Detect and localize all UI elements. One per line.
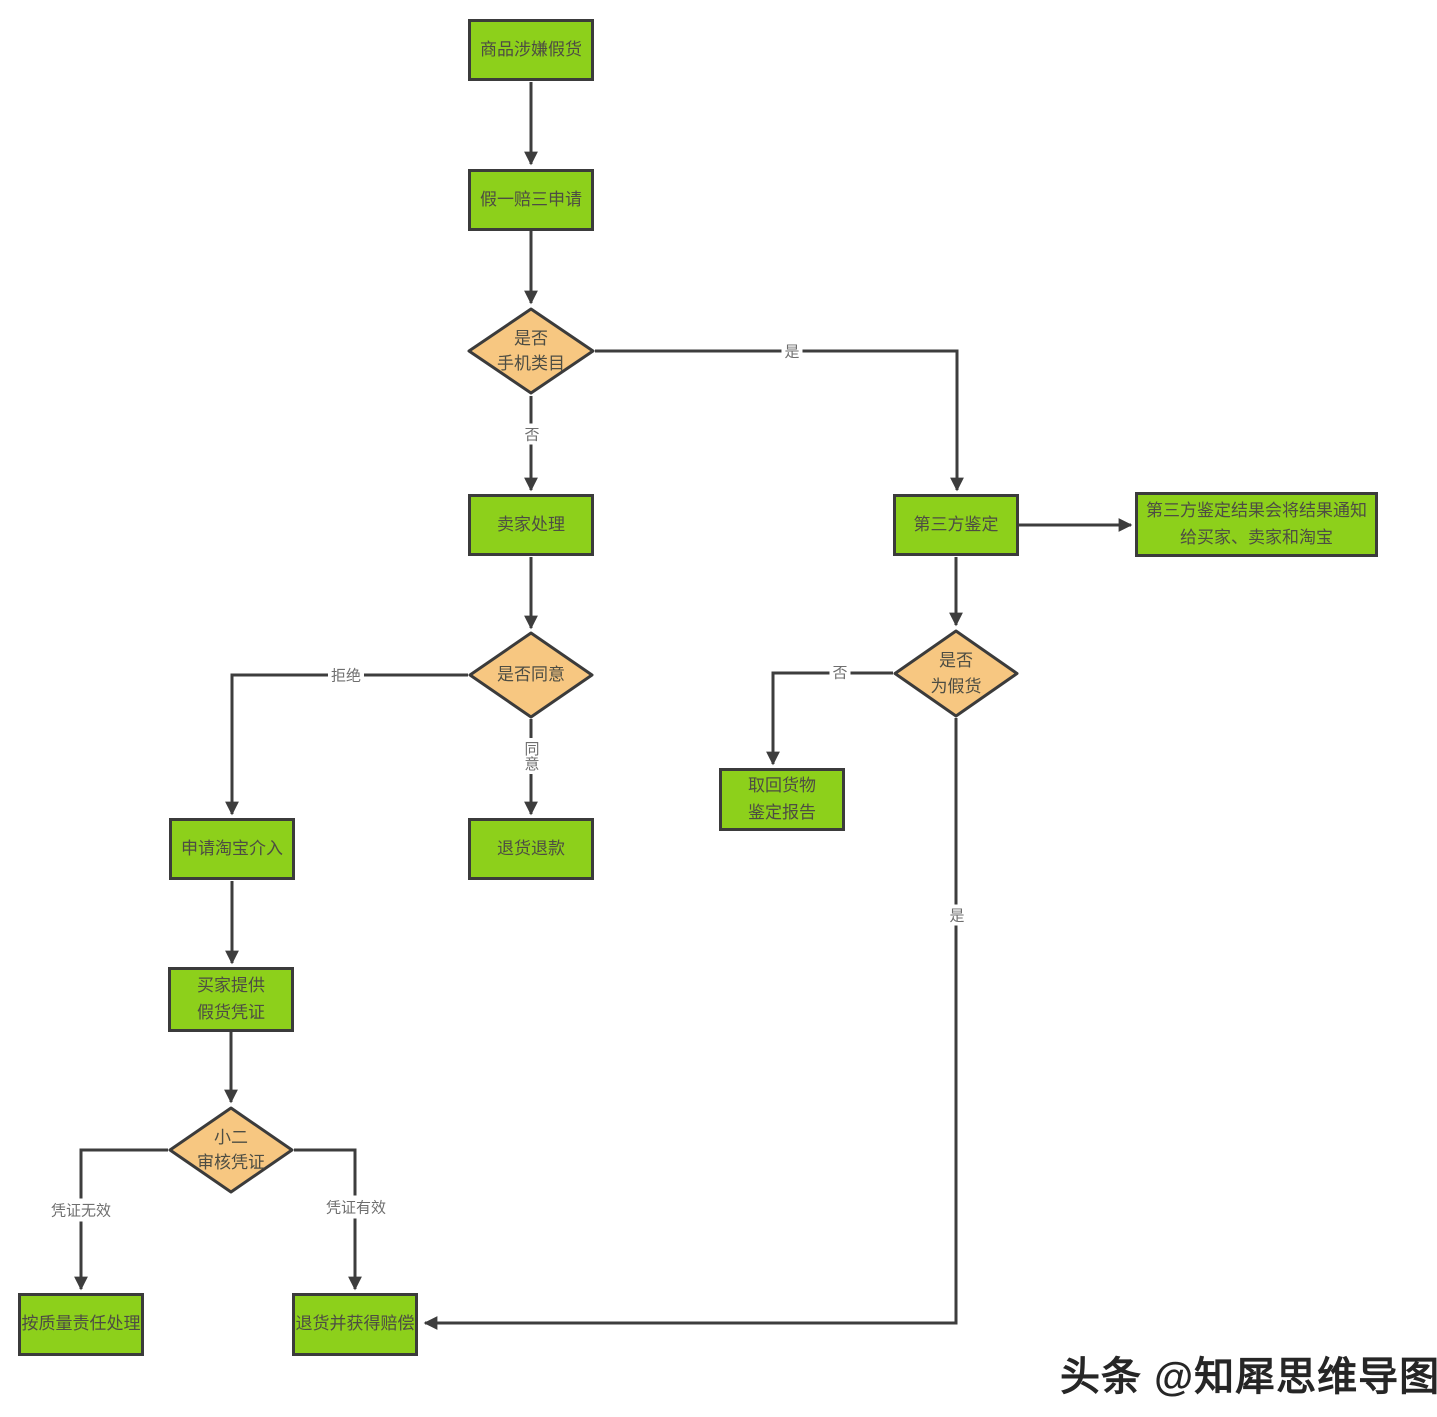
decision-label: 是否 为假货 [930,651,982,696]
decision-label: 是否 手机类目 [497,328,565,374]
edge-label-phone-no: 否 [519,423,543,445]
edge-phone-yes-to-thirdparty [595,349,964,492]
node-return-compensation: 退货并获得赔偿 [292,1293,418,1356]
node-quality-liability: 按质量责任处理 [18,1293,144,1356]
decision-phone-category: 是否 手机类目 [467,307,595,395]
node-third-party: 第三方鉴定 [893,494,1019,556]
edge-label-phone-yes: 是 [781,339,803,363]
edge-label-agree: 同意 [519,738,543,774]
diamond-shape [168,1106,294,1194]
watermark-text: 头条 @知犀思维导图 [1060,1355,1437,1399]
edge-label-fake-yes: 是 [944,904,968,926]
decision-staff-review: 小二 审核凭证 [168,1106,294,1194]
node-apply-taobao: 申请淘宝介入 [169,818,295,880]
edge-agree-refuse-to-applytaobao [225,673,468,816]
edge-label-evidence-invalid: 凭证无效 [47,1198,115,1222]
diamond-shape [893,629,1019,718]
node-notify-result: 第三方鉴定结果会将结果通知 给买家、卖家和淘宝 [1135,492,1378,557]
decision-agree-or-not: 是否同意 [468,631,594,719]
node-suspected-fake: 商品涉嫌假货 [468,19,594,81]
node-refund-return: 退货退款 [468,818,594,880]
edge-label-fake-no: 否 [829,660,851,684]
edge-review-valid-to-compensation [294,1148,362,1291]
edge-isfake-no-to-retrieve [766,671,893,766]
node-buyer-evidence: 买家提供 假货凭证 [168,967,294,1032]
node-seller-handle: 卖家处理 [468,494,594,556]
node-retrieve-report: 取回货物 鉴定报告 [719,768,845,831]
decision-label: 小二 审核凭证 [197,1127,265,1173]
diamond-shape [467,307,595,395]
diamond-shape [468,631,594,719]
decision-label: 是否同意 [497,665,565,685]
edge-isfake-yes-to-compensation [423,718,958,1330]
edge-label-evidence-valid: 凭证有效 [322,1195,390,1219]
decision-is-fake: 是否 为假货 [893,629,1019,718]
node-claim-apply: 假一赔三申请 [468,169,594,231]
edge-label-refuse: 拒绝 [327,663,365,687]
